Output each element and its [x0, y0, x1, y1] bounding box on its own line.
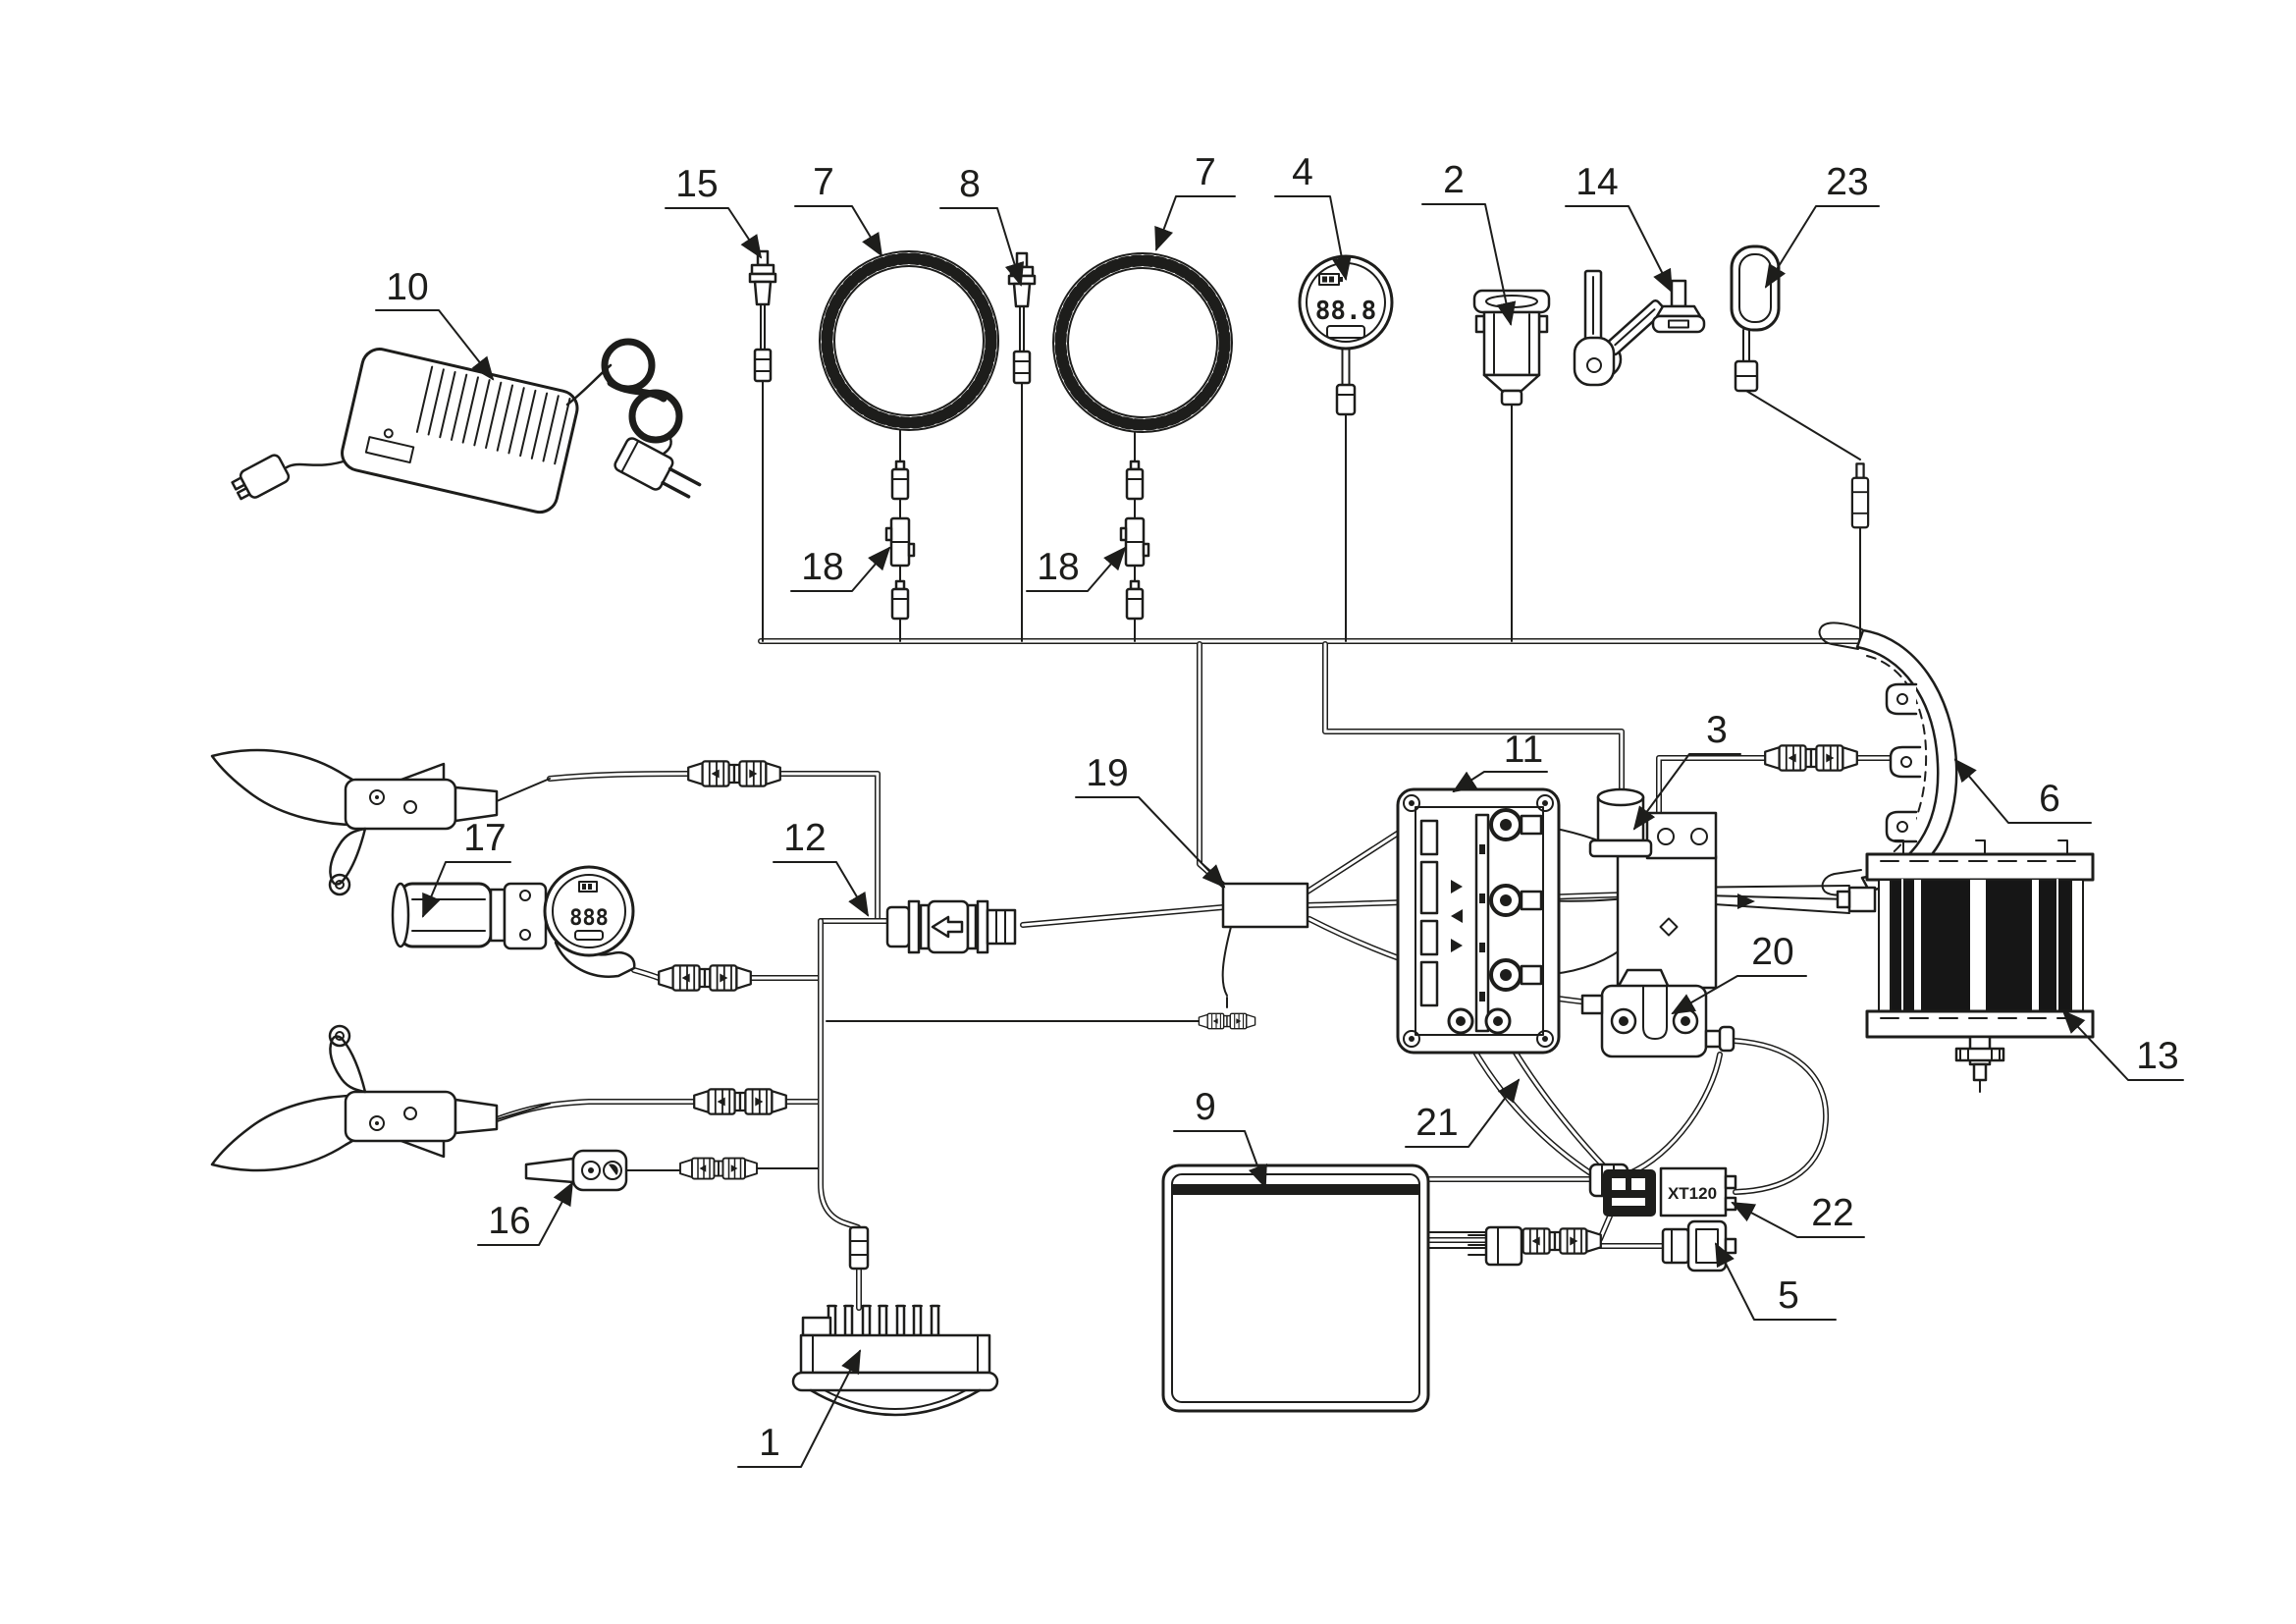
xt120-label: XT120: [1668, 1184, 1717, 1203]
main-harness-connector: [885, 899, 1017, 954]
battery-charger: [231, 338, 702, 514]
breaker-bracket: [1580, 984, 1735, 1058]
key-switch: [1472, 289, 1551, 406]
callout-15: 15: [675, 163, 718, 205]
charger-fins: [415, 365, 571, 465]
bus-to-junction-cable: [1197, 641, 1228, 890]
callout-12: 12: [783, 817, 826, 859]
callout-23: 23: [1826, 161, 1868, 203]
breaker-to-xt120-loop: [1731, 1038, 1830, 1195]
callout-4: 4: [1292, 151, 1313, 193]
magnet-ring-b: [1053, 253, 1232, 432]
switch-connector-pair: [679, 1157, 758, 1180]
throttle-digits: 888: [569, 906, 609, 931]
callout-20: 20: [1751, 931, 1793, 973]
led-gauge: 88.8: [1298, 254, 1394, 416]
junction-box: [1221, 882, 1309, 929]
motor-axle: [1954, 1035, 2005, 1093]
callout-14: 14: [1575, 161, 1618, 203]
callout-17: 17: [463, 817, 506, 859]
callout-11: 11: [1504, 729, 1544, 771]
throttle-connector-pair: [658, 964, 752, 992]
callout-16: 16: [488, 1200, 530, 1242]
callout-7b: 7: [1195, 151, 1216, 193]
bracket-connector-pair: [1764, 744, 1858, 772]
motor: [1836, 839, 2095, 1093]
ac-plug: [614, 437, 702, 499]
handlebar-trunk-cable: [818, 918, 861, 1230]
discharge-wire-a: [1462, 1030, 1595, 1177]
front-brake-connector-pair: [687, 760, 781, 787]
cord-coil-b: [628, 389, 683, 444]
light-switch: [524, 1149, 628, 1192]
inline-connector-18b: [1119, 516, 1150, 568]
front-brake-lever: [210, 748, 551, 896]
magnet-ring-a: [820, 251, 998, 430]
speed-sensor-8: [1007, 251, 1037, 385]
bundle-direction-mark: [1737, 893, 1755, 909]
bottom-bracket-unit: [791, 1304, 999, 1417]
callout-10: 10: [386, 266, 428, 308]
callout-18a: 18: [801, 546, 843, 588]
callout-6: 6: [2039, 778, 2060, 820]
unit1-pins: [827, 1304, 940, 1337]
charger-led: [383, 428, 394, 439]
gauge-buttons: [1326, 325, 1365, 339]
controller-terminals: [1447, 808, 1543, 1035]
callout-8: 8: [959, 163, 981, 205]
callout-21: 21: [1415, 1102, 1458, 1144]
callout-19: 19: [1086, 752, 1128, 794]
ring-a-lead: [884, 460, 916, 621]
frame-loop: [1730, 244, 1870, 529]
gauge-digits: 88.8: [1315, 297, 1377, 326]
ring-b-lead: [1119, 460, 1150, 621]
callout-9: 9: [1195, 1086, 1216, 1128]
throttle-battery-icon: [578, 881, 598, 893]
mounting-plate: [1616, 811, 1718, 990]
switch-wire: [625, 1167, 822, 1171]
inline-connector-18a: [884, 516, 916, 568]
keys: [1573, 269, 1706, 387]
callout-18b: 18: [1037, 546, 1079, 588]
battery: [1161, 1164, 1430, 1413]
charger-label-plate: [364, 436, 415, 464]
xt120-connector: XT120: [1659, 1166, 1737, 1218]
throttle: 888: [391, 865, 636, 978]
callout-5: 5: [1778, 1274, 1799, 1317]
connector-arrow-mark: [931, 915, 964, 939]
speed-sensor-15: [748, 249, 777, 383]
bracket-tabs: [1885, 682, 1922, 843]
anderson-connector: [1603, 1169, 1656, 1217]
callout-22: 22: [1811, 1192, 1853, 1234]
junction-small-connector: [1198, 1012, 1256, 1030]
controller: [1396, 787, 1561, 1055]
callout-13: 13: [2136, 1035, 2178, 1077]
charge-port-feed-cable: [1322, 641, 1625, 794]
rear-brake-lever: [210, 1024, 551, 1172]
charge-port: [1588, 787, 1653, 858]
unit1-ferrule: [848, 1225, 870, 1271]
connector-to-breaker-cable: [1625, 1052, 1723, 1177]
rear-brake-connector-pair: [693, 1088, 787, 1115]
callout-1: 1: [759, 1422, 780, 1464]
callout-7a: 7: [813, 161, 834, 203]
bracket6-cable-left: [1656, 755, 1768, 816]
callout-3: 3: [1706, 709, 1728, 751]
callouts: 10 15 7 8 7 4 2 14 23 18 18 6 3 11 19 12…: [375, 151, 2184, 1468]
callout-2: 2: [1443, 159, 1465, 201]
spare-key: [1651, 279, 1706, 334]
